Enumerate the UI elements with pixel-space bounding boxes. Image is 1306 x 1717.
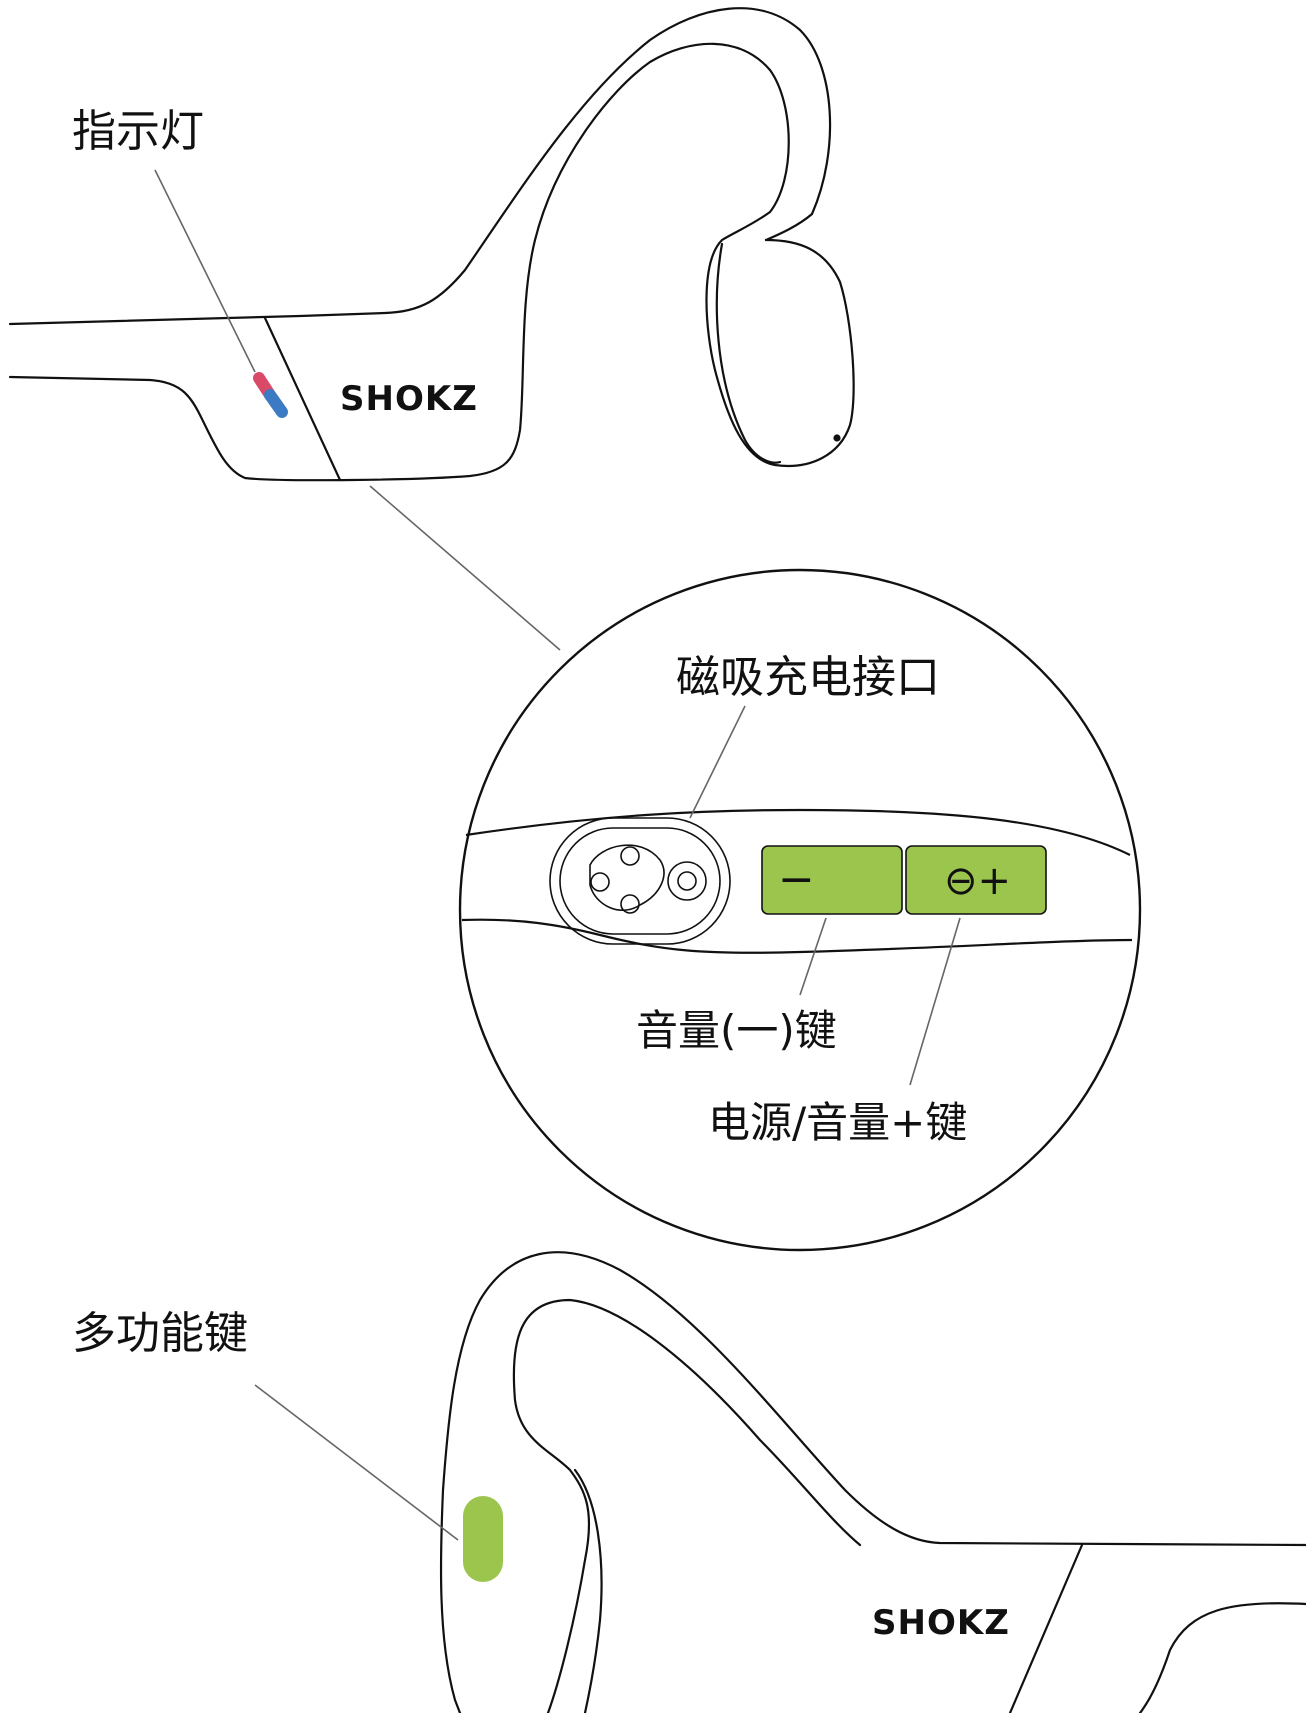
zoom-circle: − ⊖+ — [458, 568, 1142, 1252]
minus-symbol: − — [778, 854, 815, 905]
top-speaker-inner — [715, 242, 782, 464]
indicator-light — [253, 372, 288, 418]
bottom-band-outer — [439, 1251, 1306, 1715]
bottom-shokz-logo: SHOKZ — [872, 1603, 1010, 1643]
volminus-leader — [799, 917, 827, 996]
top-headphone — [8, 7, 855, 482]
indicator-label: 指示灯 — [72, 106, 204, 157]
volume-minus-label: 音量(一)键 — [636, 1006, 837, 1055]
bottom-headphone — [439, 1251, 1306, 1715]
multifunction-label: 多功能键 — [72, 1308, 248, 1359]
bottom-hook-inner — [512, 1298, 862, 1715]
multifunction-leader — [254, 1384, 459, 1541]
port-leader — [689, 705, 746, 819]
top-band-upper-edge — [8, 7, 832, 326]
top-seam — [263, 316, 342, 482]
power-volume-plus-label: 电源/音量+键 — [708, 1098, 968, 1147]
bottom-band-inner — [1138, 1602, 1306, 1715]
leader-lines-zoom — [689, 705, 961, 1086]
power-leader — [909, 917, 961, 1086]
indicator-leader — [154, 169, 256, 373]
multifunction-button[interactable] — [463, 1496, 503, 1582]
top-shokz-logo: SHOKZ — [340, 379, 478, 419]
volume-minus-button[interactable] — [761, 845, 903, 915]
power-volume-plus-button[interactable] — [905, 845, 1047, 915]
plus-symbols: ⊖+ — [944, 858, 1011, 904]
zoom-leader — [369, 485, 561, 651]
bottom-seam — [1008, 1543, 1084, 1715]
charging-port — [549, 817, 731, 945]
zoom-band-bottom — [461, 918, 1133, 954]
zoom-band-top — [465, 808, 1131, 856]
top-speaker-dot — [833, 434, 841, 442]
bottom-speaker-inner — [573, 1468, 603, 1715]
leader-lines-top — [154, 169, 561, 651]
charging-port-label: 磁吸充电接口 — [676, 652, 940, 703]
